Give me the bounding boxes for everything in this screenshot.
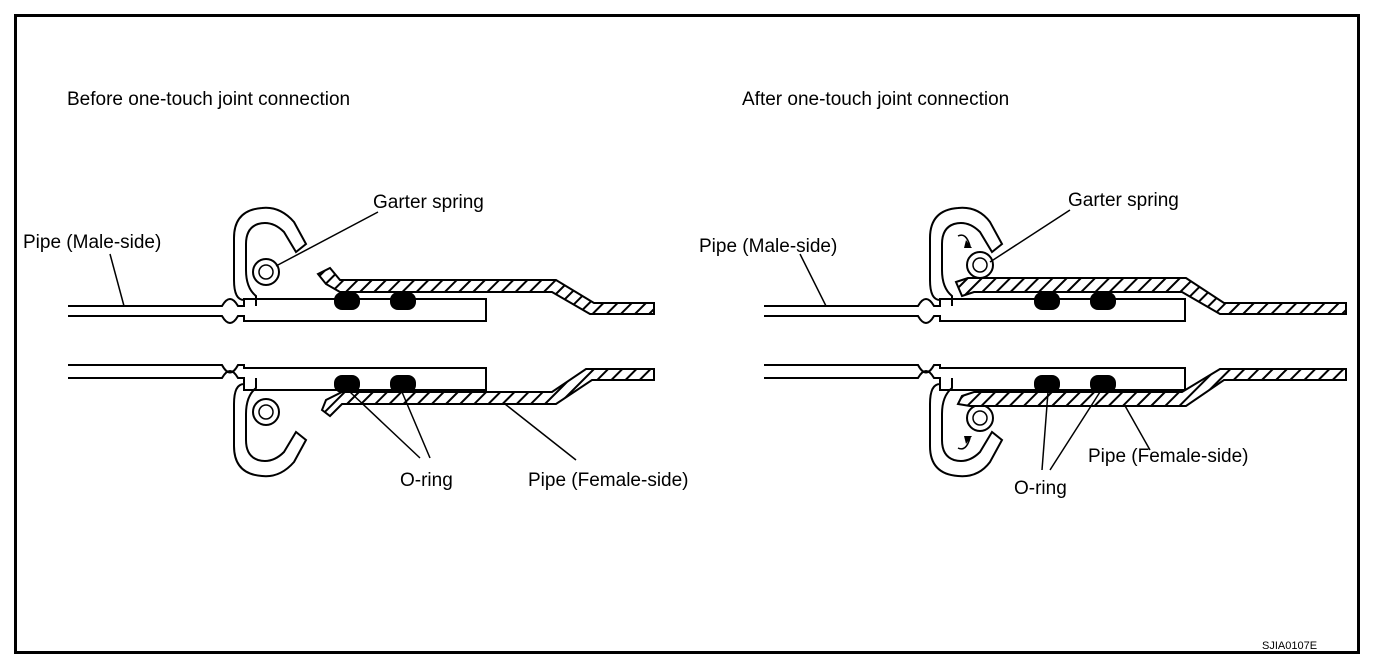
before-title: Before one-touch joint connection: [67, 89, 350, 110]
female-pipe-upper-after: [954, 277, 1347, 315]
female-pipe-upper-before: [316, 266, 655, 315]
garter-spring-upper-after: [966, 251, 994, 279]
after-title: After one-touch joint connection: [742, 89, 1009, 110]
before-panel: Before one-touch joint connection: [23, 89, 689, 491]
o-ring-label-before: O-ring: [400, 470, 453, 491]
o-ring-label-after: O-ring: [1014, 478, 1067, 499]
leaders-after: [799, 209, 1151, 471]
figure-code: SJIA0107E: [1262, 640, 1317, 652]
garter-spring-label-before: Garter spring: [373, 192, 484, 213]
pipe-female-label-after: Pipe (Female-side): [1088, 446, 1249, 467]
male-pipe-before: [68, 298, 487, 391]
o-rings-after: [1034, 292, 1116, 393]
garter-spring-label-after: Garter spring: [1068, 190, 1179, 211]
pipe-female-label-before: Pipe (Female-side): [528, 470, 689, 491]
garter-spring-lower-before: [252, 398, 280, 426]
female-pipe-lower-after: [956, 368, 1347, 407]
female-pipe-lower-before: [320, 368, 655, 418]
diagram-frame: [14, 14, 1360, 654]
o-rings-before: [334, 292, 416, 393]
clip-lower-before: [233, 378, 308, 478]
garter-spring-lower-after: [966, 404, 994, 432]
clip-lower-after: [929, 378, 1004, 478]
pipe-male-label-after: Pipe (Male-side): [699, 236, 837, 257]
leaders-before: [109, 211, 577, 461]
garter-spring-upper-before: [252, 258, 280, 286]
after-panel: After one-touch joint connection: [699, 89, 1347, 499]
male-pipe-after: [764, 298, 1186, 391]
clip-upper-after: [929, 206, 1004, 306]
clip-upper-before: [233, 206, 308, 306]
pipe-male-label-before: Pipe (Male-side): [23, 232, 161, 253]
